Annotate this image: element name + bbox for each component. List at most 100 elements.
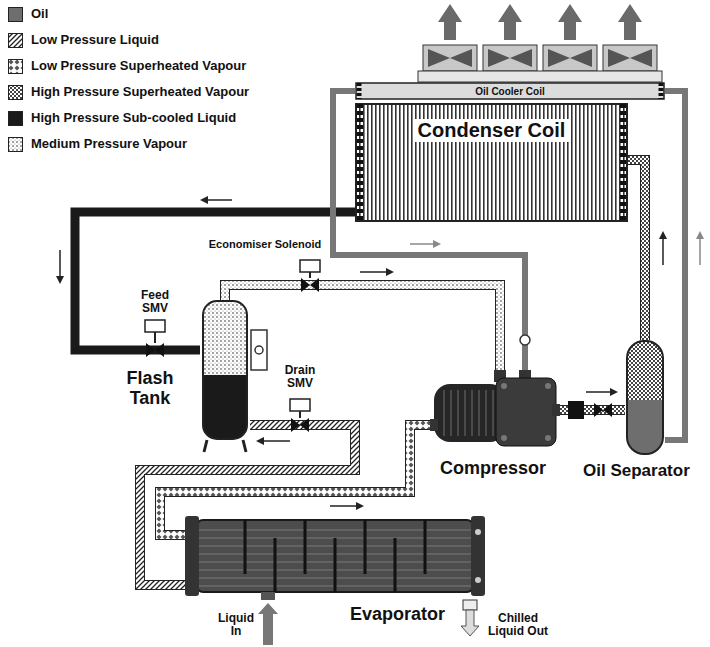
drawn-rect: [145, 320, 165, 332]
drawn-polygon: [310, 278, 319, 292]
pipe-wall: [160, 425, 430, 535]
sight-glass: [251, 330, 267, 370]
drawn-line: [330, 505, 358, 507]
drawn-path: [627, 400, 663, 454]
drawn-polygon: [558, 4, 582, 40]
drawn-polygon: [696, 231, 704, 239]
liquid-out-arrow: [461, 610, 479, 636]
component-node: Oil Cooler Coil: [355, 82, 665, 100]
component-node: Condenser Coil: [355, 103, 628, 222]
legend-swatch: [8, 137, 23, 152]
drawn-rect: [603, 45, 657, 71]
drawn-circle: [475, 529, 481, 535]
drawn-line: [243, 440, 246, 452]
drawn-rect: [496, 378, 556, 446]
pipe-connector: [628, 160, 645, 340]
drawn-rect: [300, 260, 320, 272]
component-node: Evaporator: [185, 512, 485, 600]
svg-rect: [9, 7, 23, 21]
drawn-polygon: [608, 49, 630, 67]
legend-row: Low Pressure Liquid: [8, 32, 159, 48]
drawn-rect: [483, 45, 537, 71]
drawn-polygon: [155, 343, 164, 357]
svg-rect: [9, 137, 23, 151]
discharge-valve: [568, 401, 612, 419]
drawn-line: [299, 411, 301, 418]
component-shape: [185, 512, 485, 600]
drawn-line: [410, 243, 435, 245]
drawn-polygon: [488, 49, 510, 67]
component-label: Oil Cooler Coil: [475, 85, 544, 98]
drawn-rect: [203, 301, 247, 439]
drawn-line: [309, 272, 311, 278]
drawn-rect: [430, 419, 438, 431]
drawn-rect: [251, 330, 267, 370]
legend-row: Oil: [8, 6, 48, 22]
component-node: Oil Separator: [625, 340, 665, 455]
drawn-polygon: [510, 49, 532, 67]
drawn-path: [245, 520, 425, 592]
component-shape: [200, 300, 250, 440]
pipe-wall: [225, 285, 500, 370]
drawn-line: [59, 250, 61, 278]
economiser-valve: [300, 260, 320, 292]
drawn-rect: [627, 341, 663, 454]
component-label: Oil Separator: [583, 461, 690, 481]
drawn-polygon: [146, 343, 155, 357]
drawn-line: [204, 440, 207, 452]
drawn-rect: [543, 45, 597, 71]
legend-text: Low Pressure Liquid: [31, 32, 159, 48]
svg-rect: [9, 59, 23, 73]
legend-swatch: [8, 59, 23, 74]
drawn-line: [154, 332, 156, 343]
pipe-fill: [628, 160, 645, 340]
drawn-polygon: [438, 4, 462, 40]
condenser-fans: [418, 4, 662, 82]
liquid-in-arrow: [258, 603, 278, 645]
drain-valve: [290, 399, 310, 432]
component-callout: Economiser Solenoid: [209, 238, 321, 251]
pipe-connector: [665, 91, 685, 440]
component-outline: [185, 512, 485, 600]
drawn-rect: [356, 83, 664, 99]
drawn-circle: [545, 383, 551, 389]
component-label: Condenser Coil: [414, 119, 570, 142]
component-shape: [625, 340, 665, 455]
drawn-path: [203, 375, 247, 439]
drawn-rect: [568, 401, 584, 419]
drawn-polygon: [570, 49, 592, 67]
drawn-polygon: [630, 49, 652, 67]
drawn-circle: [475, 577, 481, 583]
drawn-polygon: [433, 240, 441, 248]
svg-rect: [9, 111, 23, 125]
component-node: Compressor: [430, 370, 560, 450]
pipe-connector: [225, 285, 500, 370]
drawn-polygon: [610, 388, 618, 396]
drawn-line: [357, 83, 362, 99]
drawn-circle: [255, 346, 263, 354]
legend-swatch: [8, 111, 23, 126]
drawn-rect: [423, 45, 477, 71]
component-callout: Liquid In: [214, 612, 258, 638]
drawn-polygon: [548, 49, 570, 67]
drawn-path: [444, 390, 493, 436]
legend-text: Oil: [31, 6, 48, 22]
component-outline: [200, 300, 250, 440]
drawn-line: [586, 391, 612, 393]
legend-row: Low Pressure Superheated Vapour: [8, 58, 246, 74]
tank-legs: [204, 440, 246, 452]
drawn-line: [659, 83, 664, 99]
pipe-connector: [160, 425, 430, 535]
drawn-polygon: [659, 231, 667, 239]
drawn-polygon: [300, 418, 309, 432]
drawn-polygon: [594, 403, 603, 417]
pipe-fill: [665, 91, 685, 440]
drawn-rect: [197, 520, 473, 592]
drawn-polygon: [498, 4, 522, 40]
drawn-line: [357, 104, 363, 221]
component-outline: [430, 370, 560, 450]
component-callout: Drain SMV: [277, 364, 323, 390]
drawn-polygon: [301, 278, 310, 292]
component-outline: [625, 340, 665, 455]
